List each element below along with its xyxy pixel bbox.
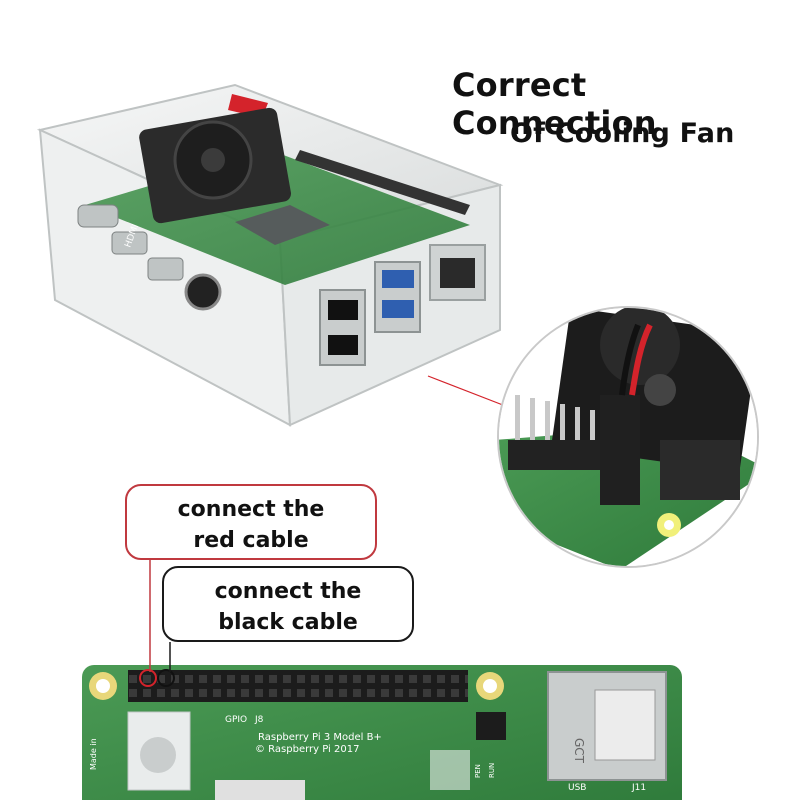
j11-label: J11 (631, 783, 646, 793)
black-callout-line-1: connect the (214, 579, 362, 604)
j8-label: J8 (254, 715, 264, 725)
zoom-circle (497, 306, 759, 568)
black-cable (619, 323, 641, 396)
gct-label: GCT (572, 738, 586, 764)
raspberry-pi-board: GPIO J8 Raspberry Pi 3 Model B+ © Raspbe… (82, 665, 682, 800)
pen-label: PEN (474, 764, 482, 778)
gpio-label: GPIO (225, 715, 247, 725)
red-cable (629, 323, 653, 396)
fan-on-case (139, 107, 292, 224)
gpio-pins-zoom (508, 395, 618, 470)
red-pin-marker (139, 669, 157, 687)
red-callout-line-1: connect the (177, 497, 325, 522)
black-pin-marker (157, 669, 175, 687)
acrylic-case: HDMI (36, 83, 504, 427)
heading-line-2: Of Cooling Fan (510, 118, 735, 149)
run-label: RUN (488, 763, 496, 778)
model-label: Raspberry Pi 3 Model B+ (258, 732, 382, 743)
usb-label: USB (568, 783, 586, 793)
black-callout-line-2: black cable (218, 610, 358, 635)
gpio-header (128, 670, 468, 702)
made-in-label: Made in (89, 738, 98, 770)
copyright-label: © Raspberry Pi 2017 (255, 744, 359, 755)
red-callout-line-2: red cable (193, 528, 309, 553)
black-cable-callout: connect the black cable (162, 566, 414, 642)
heading-line-1: Correct Connection (452, 66, 657, 142)
pointer-line (427, 375, 509, 408)
red-cable-callout: connect the red cable (125, 484, 377, 560)
